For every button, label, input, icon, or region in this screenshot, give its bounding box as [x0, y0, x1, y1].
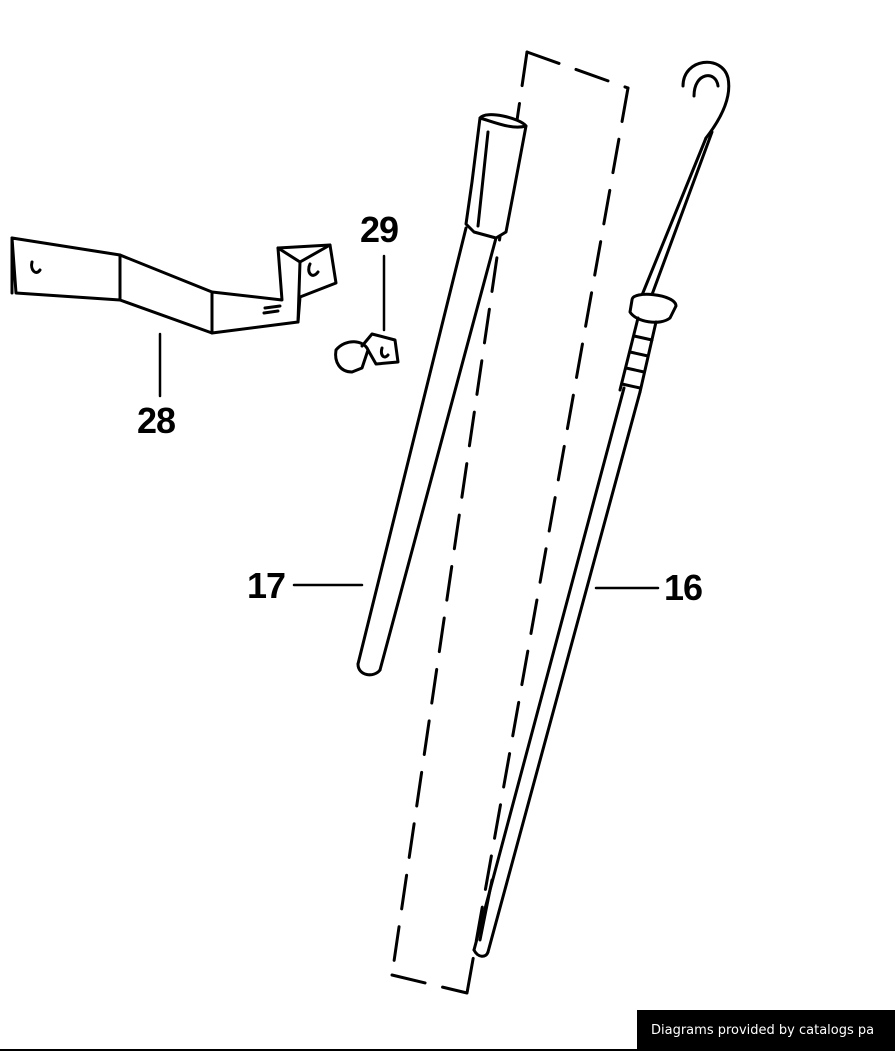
- leader-lines: [158, 254, 660, 590]
- callout-29: 29: [360, 209, 399, 250]
- footer-rule: [0, 1049, 637, 1051]
- clip-part: [334, 332, 400, 374]
- callout-28: 28: [137, 400, 176, 441]
- bracket-part: [10, 236, 338, 335]
- callout-17: 17: [247, 565, 286, 606]
- tube-part: [356, 113, 528, 677]
- callout-16: 16: [664, 567, 703, 608]
- dipstick-part: [472, 60, 731, 958]
- diagram-credit: Diagrams provided by catalogs pa: [637, 1010, 895, 1051]
